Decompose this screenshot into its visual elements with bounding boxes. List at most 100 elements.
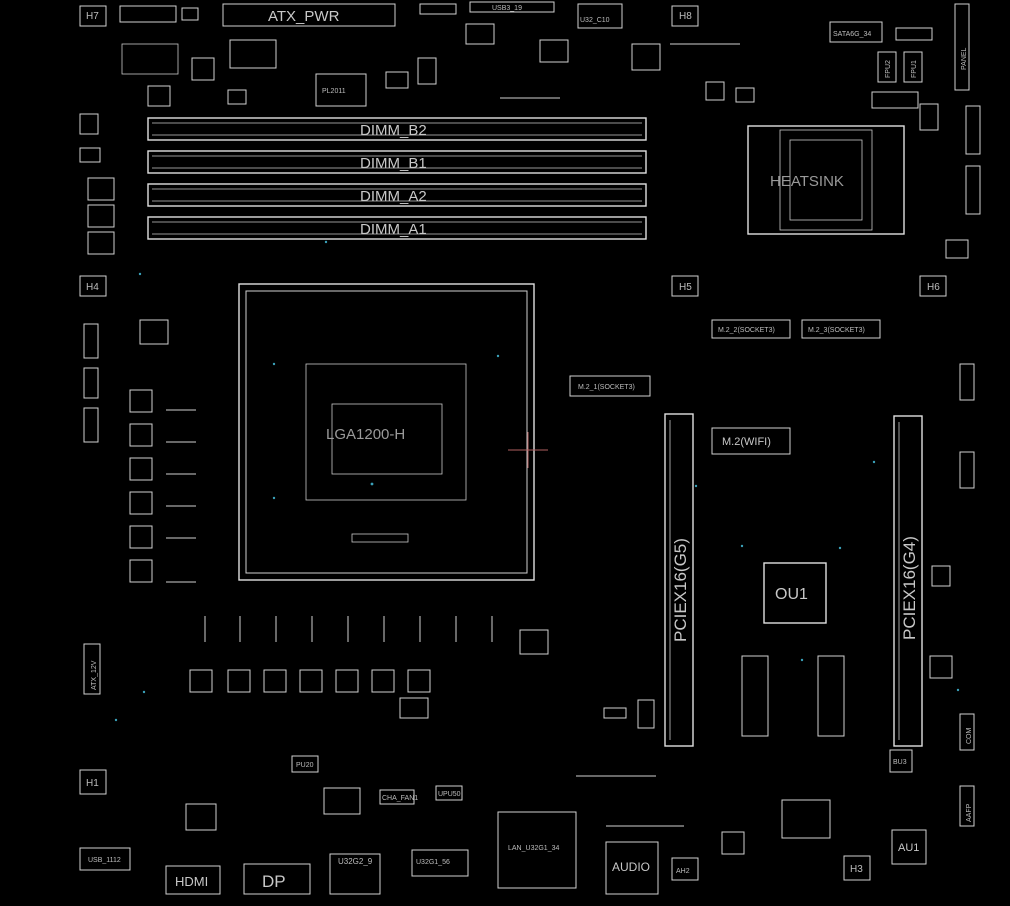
sata-right-2 xyxy=(965,165,981,215)
sata-right-1 xyxy=(965,105,981,155)
atx-pwr-label: ATX_PWR xyxy=(268,8,340,25)
component-top-1 xyxy=(119,5,177,23)
component-bottom-5 xyxy=(185,803,217,831)
header-block-1 xyxy=(741,655,769,737)
h8-label: H8 xyxy=(679,11,692,22)
pu20-chip xyxy=(291,755,319,773)
component-left-3 xyxy=(87,231,115,255)
mount-hole-h4 xyxy=(79,275,107,297)
h7-label: H7 xyxy=(86,11,99,22)
vrm-chip-4 xyxy=(129,491,153,515)
dimm-slot-b1: DIMM_B1 xyxy=(147,150,647,174)
u32g1-port xyxy=(411,849,469,877)
pciex16-g5-slot xyxy=(664,413,694,747)
right-connector-2 xyxy=(959,451,975,489)
ou1-label: OU1 xyxy=(775,586,808,603)
right-connector-1 xyxy=(959,363,975,401)
cpu-pad-array xyxy=(305,363,467,501)
dimm-b2-label: DIMM_B2 xyxy=(360,122,427,139)
component-sq-1 xyxy=(191,57,215,81)
component-right-4 xyxy=(929,655,953,679)
cpu-pad-core xyxy=(331,403,443,475)
lan-label: LAN_U32G1_34 xyxy=(508,845,559,852)
left-connector-2 xyxy=(83,367,99,399)
m2-wifi-slot xyxy=(711,427,791,455)
u32-c10-label: U32_C10 xyxy=(580,17,610,24)
dp-port xyxy=(243,863,311,895)
component-sq-6 xyxy=(631,43,661,71)
usb-1112-header xyxy=(79,847,131,871)
component-left-5 xyxy=(79,113,99,135)
component-bottom-8 xyxy=(781,799,831,839)
mount-hole-h5 xyxy=(671,275,699,297)
dimm-slot-a1: DIMM_A1 xyxy=(147,216,647,240)
chipset-pad-grid xyxy=(779,129,873,231)
vrm-chip-6 xyxy=(129,559,153,583)
u32g1-label: U32G1_56 xyxy=(416,859,450,866)
h5-label: H5 xyxy=(679,282,692,293)
left-connector-1 xyxy=(83,323,99,359)
m2-3-slot xyxy=(801,319,881,339)
component-right-1 xyxy=(919,103,939,131)
left-connector-3 xyxy=(83,407,99,443)
aafp-header xyxy=(959,785,975,827)
ou1-chip xyxy=(763,562,827,624)
pciex16-g5-label: PCIEX16(G5) xyxy=(671,538,690,642)
au1-chip xyxy=(891,829,927,865)
m2-1-label: M.2_1(SOCKET3) xyxy=(578,384,635,391)
m2-2-slot xyxy=(711,319,791,339)
mount-hole-h8 xyxy=(671,5,699,27)
h1-label: H1 xyxy=(86,778,99,789)
m2-2-label: M.2_2(SOCKET3) xyxy=(718,327,775,334)
component-sq-7 xyxy=(705,81,725,101)
com-label: COM xyxy=(966,728,973,745)
dimm-slot-a2: DIMM_A2 xyxy=(147,183,647,207)
cpu-label: LGA1200-H xyxy=(326,426,405,443)
component-sq-3 xyxy=(417,57,437,85)
upu50-label: UPU50 xyxy=(438,791,461,798)
m2-3-label: M.2_3(SOCKET3) xyxy=(808,327,865,334)
atx12v-label: ATX_12V xyxy=(91,660,98,690)
vrm-chip-2 xyxy=(129,423,153,447)
component-bottom-3 xyxy=(603,707,627,719)
panel-header xyxy=(954,3,970,91)
dimm-a2-label: DIMM_A2 xyxy=(360,188,427,205)
pl2011-chip xyxy=(315,73,367,107)
fpu1-label: FPU1 xyxy=(911,60,918,78)
cha-fan1-label: CHA_FAN1 xyxy=(382,795,418,802)
u32-c10-connector xyxy=(577,3,623,29)
component-sq-10 xyxy=(227,89,247,105)
bu3-label: BU3 xyxy=(893,759,907,766)
mount-hole-h3 xyxy=(843,855,871,881)
component-grid-1 xyxy=(121,43,179,75)
component-sq-9 xyxy=(871,91,919,109)
com-header xyxy=(959,713,975,751)
mount-hole-h7 xyxy=(79,5,107,27)
component-right-3 xyxy=(931,565,951,587)
bu3-part xyxy=(889,749,913,773)
usb3-label: USB3_19 xyxy=(492,5,522,12)
u32g2-label: U32G2_9 xyxy=(338,857,373,866)
component-top-3 xyxy=(419,3,457,15)
vrm-chip-5 xyxy=(129,525,153,549)
test-points xyxy=(114,240,960,722)
vrm-chip-1 xyxy=(129,389,153,413)
ah2-part xyxy=(671,857,699,881)
pciex16-g4-slot xyxy=(893,415,923,747)
component-bottom-1 xyxy=(399,697,429,719)
cpu-socket-outline xyxy=(238,283,535,581)
au1-label: AU1 xyxy=(898,842,919,854)
cha-fan1-header xyxy=(379,789,415,805)
cpu-bottom-pads xyxy=(351,533,409,543)
atx-pwr-connector xyxy=(222,3,396,27)
component-sq-5 xyxy=(539,39,569,63)
component-bottom-6 xyxy=(323,787,361,815)
pciex16-g4-label: PCIEX16(G4) xyxy=(900,536,919,640)
lan-usb-port xyxy=(497,811,577,889)
dimm-a1-label: DIMM_A1 xyxy=(360,221,427,238)
mount-hole-h1 xyxy=(79,769,107,795)
dp-label: DP xyxy=(262,872,286,891)
chipset-heatsink xyxy=(747,125,905,235)
component-sq-4 xyxy=(465,23,495,45)
